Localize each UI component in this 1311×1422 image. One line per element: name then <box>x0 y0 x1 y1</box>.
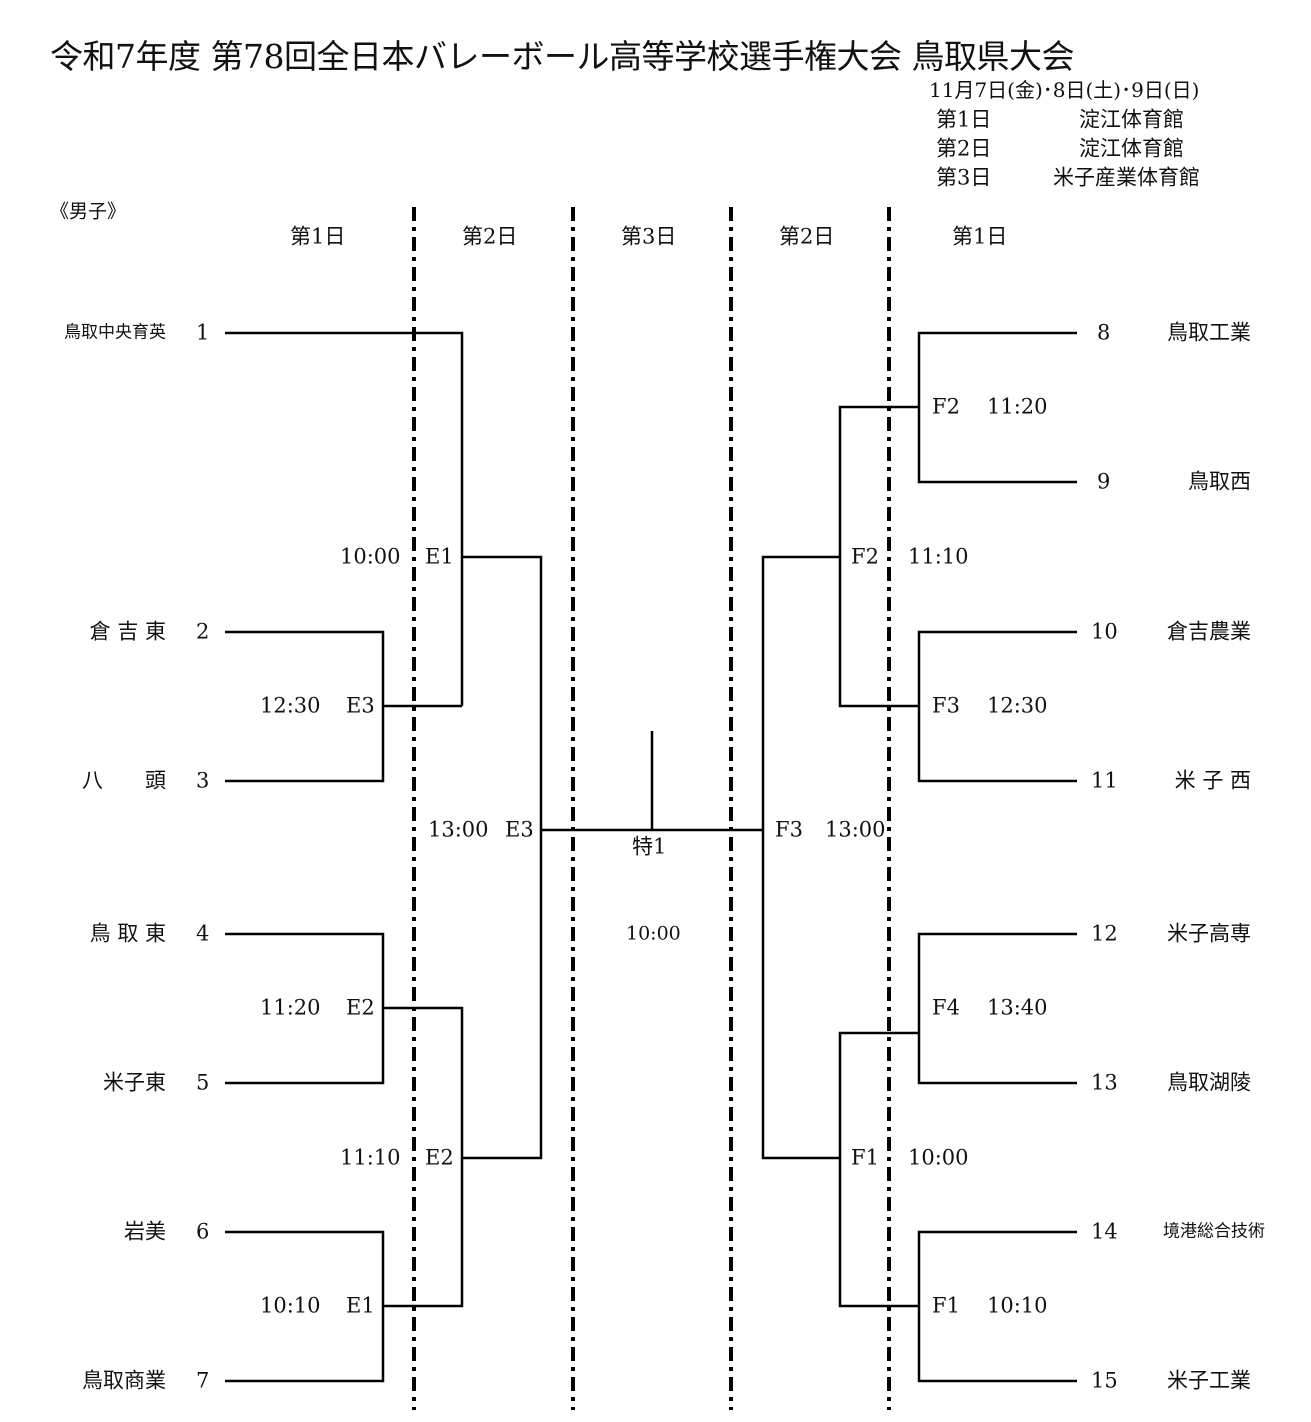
match-time: 11:10 <box>340 1145 401 1170</box>
team-seed: 13 <box>1091 1070 1118 1095</box>
team-name: 鳥取湖陵 <box>1167 1070 1251 1095</box>
team-seed: 9 <box>1097 469 1111 494</box>
team-name: 米 子 西 <box>1174 768 1251 793</box>
team-name: 米子工業 <box>1167 1368 1251 1393</box>
match-time: 10:10 <box>260 1293 321 1318</box>
column-header: 第2日 <box>779 224 835 249</box>
team-name: 境港総合技術 <box>1163 1221 1265 1242</box>
team-seed: 8 <box>1097 320 1111 345</box>
match-code: E2 <box>346 995 375 1020</box>
match-code: E3 <box>346 693 375 718</box>
team-seed: 14 <box>1091 1219 1118 1244</box>
division-label: 《男子》 <box>50 200 127 223</box>
match-time: 11:20 <box>987 394 1048 419</box>
venue-name: 米子産業体育館 <box>1053 165 1200 190</box>
team-seed: 1 <box>196 320 210 345</box>
team-seed: 2 <box>196 619 210 644</box>
match-code: F3 <box>932 693 960 718</box>
match-code: E2 <box>425 1145 454 1170</box>
venue-day: 第3日 <box>936 165 992 190</box>
match-time: 11:20 <box>260 995 321 1020</box>
team-name: 米子高専 <box>1167 921 1251 946</box>
match-code: E3 <box>505 817 534 842</box>
team-seed: 6 <box>196 1219 210 1244</box>
column-header: 第1日 <box>952 224 1008 249</box>
team-name: 八 頭 <box>82 768 166 793</box>
team-name: 倉吉農業 <box>1167 619 1251 644</box>
match-time: 13:00 <box>825 817 886 842</box>
match-time: 10:00 <box>340 544 401 569</box>
column-header: 第2日 <box>462 224 518 249</box>
venue-day: 第2日 <box>936 136 992 161</box>
team-seed: 15 <box>1091 1368 1118 1393</box>
team-name: 鳥 取 東 <box>89 921 166 946</box>
team-seed: 7 <box>196 1368 210 1393</box>
match-code: F2 <box>851 544 879 569</box>
page-title: 令和7年度 第78回全日本バレーボール高等学校選手権大会 鳥取県大会 <box>50 37 1074 76</box>
venue-day: 第1日 <box>936 107 992 132</box>
match-code: E1 <box>425 544 454 569</box>
match-time: 10:00 <box>908 1145 969 1170</box>
team-name: 鳥取西 <box>1188 469 1251 494</box>
team-name: 米子東 <box>103 1070 166 1095</box>
team-name: 岩美 <box>124 1219 166 1244</box>
team-seed: 11 <box>1091 768 1118 793</box>
day-dividers <box>412 207 891 1410</box>
final-code: 特1 <box>632 834 667 859</box>
match-time: 12:30 <box>260 693 321 718</box>
match-code: F2 <box>932 394 960 419</box>
team-name: 鳥取工業 <box>1167 320 1251 345</box>
final-time: 10:00 <box>626 922 681 945</box>
column-header: 第3日 <box>621 224 677 249</box>
team-seed: 5 <box>196 1070 210 1095</box>
team-name: 鳥取中央育英 <box>64 322 166 343</box>
event-dates: 11月7日(金)･8日(土)･9日(日) <box>929 78 1200 102</box>
match-time: 13:40 <box>987 995 1048 1020</box>
team-name: 鳥取商業 <box>82 1368 166 1393</box>
match-time: 10:10 <box>987 1293 1048 1318</box>
venue-name: 淀江体育館 <box>1079 136 1184 161</box>
match-time: 12:30 <box>987 693 1048 718</box>
team-name: 倉 吉 東 <box>89 619 166 644</box>
team-seed: 4 <box>196 921 210 946</box>
column-header: 第1日 <box>290 224 346 249</box>
team-seed: 10 <box>1091 619 1118 644</box>
match-time: 13:00 <box>428 817 489 842</box>
venue-name: 淀江体育館 <box>1079 107 1184 132</box>
match-code: F1 <box>932 1293 960 1318</box>
team-seed: 3 <box>196 768 210 793</box>
match-code: F4 <box>932 995 960 1020</box>
match-code: F3 <box>775 817 803 842</box>
match-code: F1 <box>851 1145 879 1170</box>
match-time: 11:10 <box>908 544 969 569</box>
team-seed: 12 <box>1091 921 1118 946</box>
match-code: E1 <box>346 1293 375 1318</box>
